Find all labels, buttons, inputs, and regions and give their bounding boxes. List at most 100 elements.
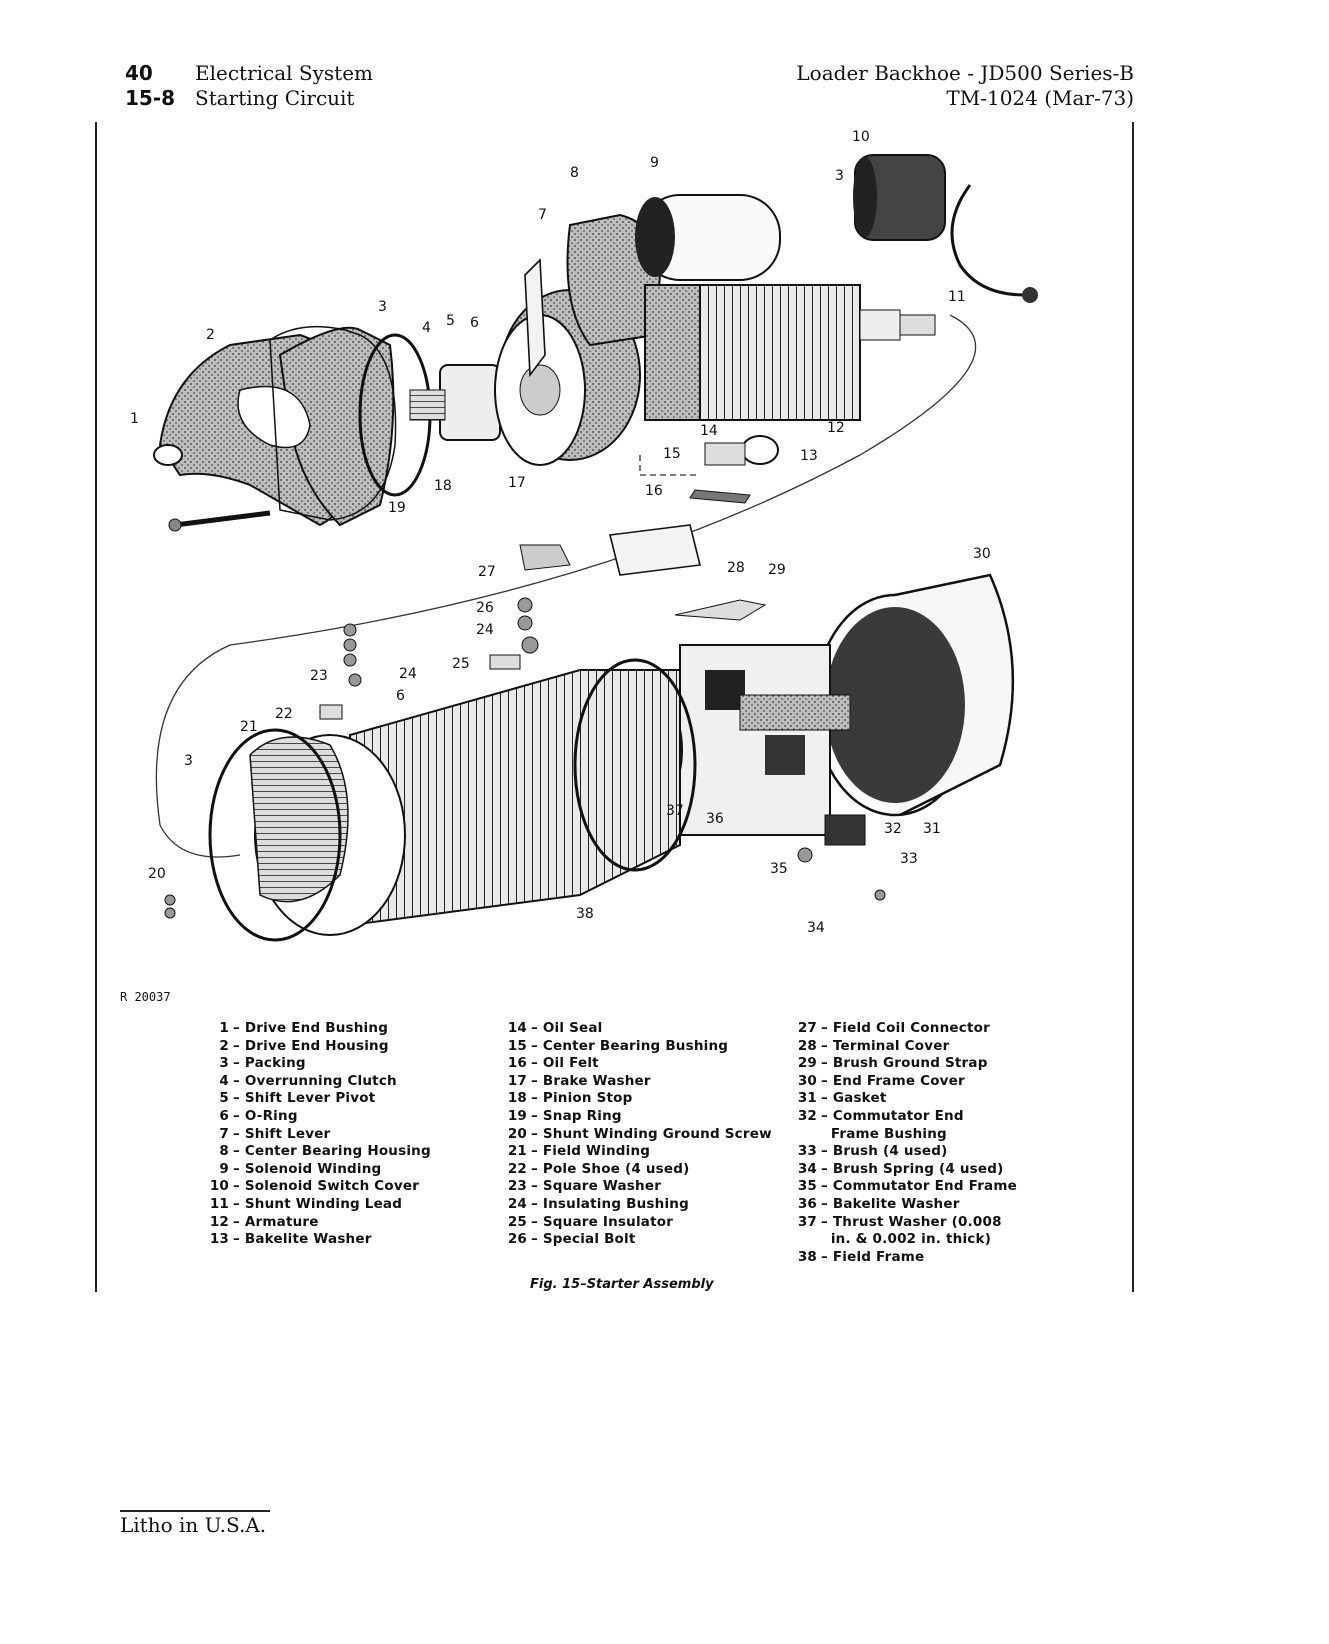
legend-item-dash: – — [233, 1160, 245, 1177]
legend-item-number: 15 — [507, 1037, 527, 1054]
field-frame — [208, 658, 697, 942]
callout-32: 32 — [884, 821, 902, 837]
legend-item-label: Frame Bushing — [830, 1125, 947, 1142]
footer-rule — [120, 1510, 270, 1512]
legend-item-number: 4 — [219, 1072, 229, 1089]
legend-item-number: 29 — [797, 1055, 817, 1072]
callout-14: 14 — [700, 423, 718, 439]
legend-item-number: 17 — [507, 1072, 527, 1089]
legend-item-number: 9 — [219, 1160, 229, 1177]
callout-7: 7 — [538, 207, 547, 223]
callout-19: 19 — [388, 500, 406, 516]
legend-item-number: 36 — [797, 1195, 817, 1212]
legend-item: 18– Pinion Stop — [505, 1090, 772, 1108]
callout-18: 18 — [434, 478, 452, 494]
legend-item-label: Packing — [244, 1055, 306, 1072]
legend-item-label: Brake Washer — [542, 1072, 651, 1089]
callout-8: 8 — [570, 165, 579, 181]
legend-item: 35– Commutator End Frame — [795, 1178, 1017, 1196]
legend-item: 25– Square Insulator — [505, 1214, 772, 1232]
legend-item: 4– Overrunning Clutch — [207, 1073, 431, 1091]
legend-item-dash: – — [531, 1143, 543, 1160]
legend-item-dash: – — [531, 1213, 543, 1230]
legend-item-label: Center Bearing Housing — [244, 1143, 431, 1160]
legend-item-number: 13 — [209, 1231, 229, 1248]
legend-item-number: 18 — [507, 1090, 527, 1107]
callout-12: 12 — [827, 420, 845, 436]
legend-item-number: 22 — [507, 1160, 527, 1177]
legend-item: 9– Solenoid Winding — [207, 1161, 431, 1179]
legend-item-label: Square Insulator — [542, 1213, 674, 1230]
callout-3c: 3 — [184, 753, 193, 769]
legend-item: 27– Field Coil Connector — [795, 1020, 1017, 1038]
legend-item-number: 7 — [219, 1125, 229, 1142]
callout-16: 16 — [645, 483, 663, 499]
legend-item: 38– Field Frame — [795, 1249, 1017, 1267]
legend-item-number: 35 — [797, 1178, 817, 1195]
legend-item: 21– Field Winding — [505, 1143, 772, 1161]
legend-item-dash: – — [233, 1090, 245, 1107]
legend-item-number: 26 — [507, 1231, 527, 1248]
legend-item: 29– Brush Ground Strap — [795, 1055, 1017, 1073]
callout-26: 26 — [476, 600, 494, 616]
callout-13: 13 — [800, 448, 818, 464]
legend-item-label: Terminal Cover — [832, 1037, 950, 1054]
legend-item-dash: – — [821, 1107, 833, 1124]
legend-item-dash: – — [233, 1213, 245, 1230]
legend-item-number: 25 — [507, 1213, 527, 1230]
legend-item-dash: – — [233, 1125, 245, 1142]
legend-item-number: 31 — [797, 1090, 817, 1107]
legend-item-dash: – — [821, 1143, 833, 1160]
callout-2: 2 — [206, 327, 215, 343]
callout-23: 23 — [310, 668, 328, 684]
legend-item-number: 38 — [797, 1248, 817, 1265]
callout-21: 21 — [240, 719, 258, 735]
legend-item-number: 33 — [797, 1143, 817, 1160]
legend-item-number: 8 — [219, 1143, 229, 1160]
legend-item: 26– Special Bolt — [505, 1231, 772, 1249]
legend-item: 34– Brush Spring (4 used) — [795, 1161, 1017, 1179]
legend-item-label: Bakelite Washer — [832, 1195, 960, 1212]
legend-item-dash: – — [531, 1020, 543, 1036]
legend-item-label: Field Frame — [832, 1248, 925, 1265]
callout-15: 15 — [663, 446, 681, 462]
legend-item: 3– Packing — [207, 1055, 431, 1073]
legend-item-label: Oil Seal — [542, 1020, 603, 1036]
legend-item-number: 32 — [797, 1107, 817, 1124]
legend-item-dash: – — [821, 1055, 833, 1072]
legend-item-label: Drive End Bushing — [244, 1020, 389, 1036]
legend-item-number: 34 — [797, 1160, 817, 1177]
legend-item-dash: – — [233, 1143, 245, 1160]
legend-item-dash: – — [821, 1160, 833, 1177]
legend-item-number: 12 — [209, 1213, 229, 1230]
legend-item: 32– Commutator End — [795, 1108, 1017, 1126]
legend-item-dash: – — [531, 1195, 543, 1212]
legend-item-dash — [821, 1231, 831, 1247]
legend-item-label: Center Bearing Bushing — [542, 1037, 729, 1054]
page-number: 40 — [125, 61, 153, 85]
legend-item: 2– Drive End Housing — [207, 1038, 431, 1056]
legend-item-dash: – — [233, 1072, 245, 1089]
legend-item: 23– Square Washer — [505, 1178, 772, 1196]
legend-item-label: Brush (4 used) — [832, 1143, 948, 1160]
callout-31: 31 — [923, 821, 941, 837]
legend-item-number: 23 — [507, 1178, 527, 1195]
legend-item-dash: – — [531, 1107, 543, 1124]
legend-item-dash: – — [233, 1107, 245, 1124]
legend-item-dash: – — [821, 1213, 833, 1230]
callout-38: 38 — [576, 906, 594, 922]
callout-24a: 24 — [399, 666, 417, 682]
callout-27: 27 — [478, 564, 496, 580]
legend-item-dash: – — [821, 1090, 833, 1107]
callout-35: 35 — [770, 861, 788, 877]
legend-item-label: Commutator End — [832, 1107, 964, 1124]
legend-item-number: 6 — [219, 1107, 229, 1124]
legend-item: 13– Bakelite Washer — [207, 1231, 431, 1249]
legend-item: 8– Center Bearing Housing — [207, 1143, 431, 1161]
callout-25: 25 — [452, 656, 470, 672]
legend-item-dash: – — [821, 1178, 833, 1195]
legend-item: 12– Armature — [207, 1214, 431, 1232]
legend-item-dash: – — [233, 1195, 245, 1212]
